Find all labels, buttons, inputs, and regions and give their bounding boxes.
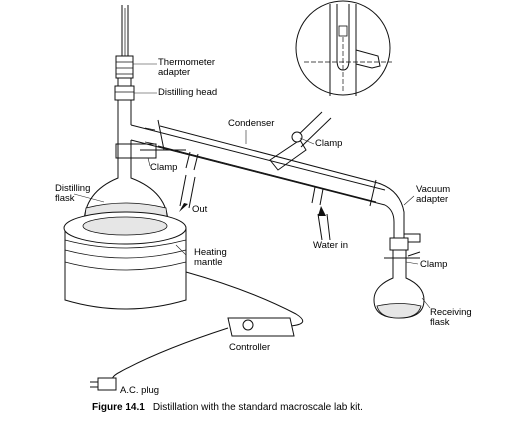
clamp-condenser xyxy=(269,111,332,171)
label-clamp-right: Clamp xyxy=(420,259,448,270)
clamp-head xyxy=(115,143,186,159)
label-water-in: Water in xyxy=(313,240,349,251)
label-condenser: Condenser xyxy=(228,118,275,129)
vacuum-adapter xyxy=(377,182,421,251)
label-ac-plug: A.C. plug xyxy=(120,385,160,396)
figure-number: Figure 14.1 xyxy=(92,402,145,413)
condenser xyxy=(130,119,386,207)
label-clamp-top: Clamp xyxy=(315,138,343,149)
heating-mantle xyxy=(63,211,187,310)
leader-lines xyxy=(73,63,431,309)
controller-box xyxy=(227,317,295,337)
inset-detail xyxy=(295,0,392,96)
label-thermometer-adapter: Thermometer adapter xyxy=(158,57,216,78)
label-vacuum-adapter: Vacuum adapter xyxy=(416,184,451,205)
distilling-head xyxy=(114,78,135,132)
figure-caption: Figure 14.1 Distillation with the standar… xyxy=(92,402,363,413)
water-in-arrow xyxy=(317,206,331,241)
label-distilling-head: Distilling head xyxy=(158,87,218,98)
label-clamp-left: Clamp xyxy=(150,162,178,173)
label-distilling-flask: Distilling flask xyxy=(55,183,91,204)
label-controller: Controller xyxy=(229,342,271,353)
ac-plug xyxy=(90,377,117,391)
label-heating-mantle: Heating mantle xyxy=(194,247,227,268)
label-out: Out xyxy=(192,204,208,215)
figure-caption-text: Distillation with the standard macroscal… xyxy=(152,402,363,413)
thermometer xyxy=(115,5,134,79)
receiving-flask xyxy=(373,250,425,319)
label-receiving-flask: Receiving flask xyxy=(430,307,472,328)
out-arrow xyxy=(179,174,196,212)
